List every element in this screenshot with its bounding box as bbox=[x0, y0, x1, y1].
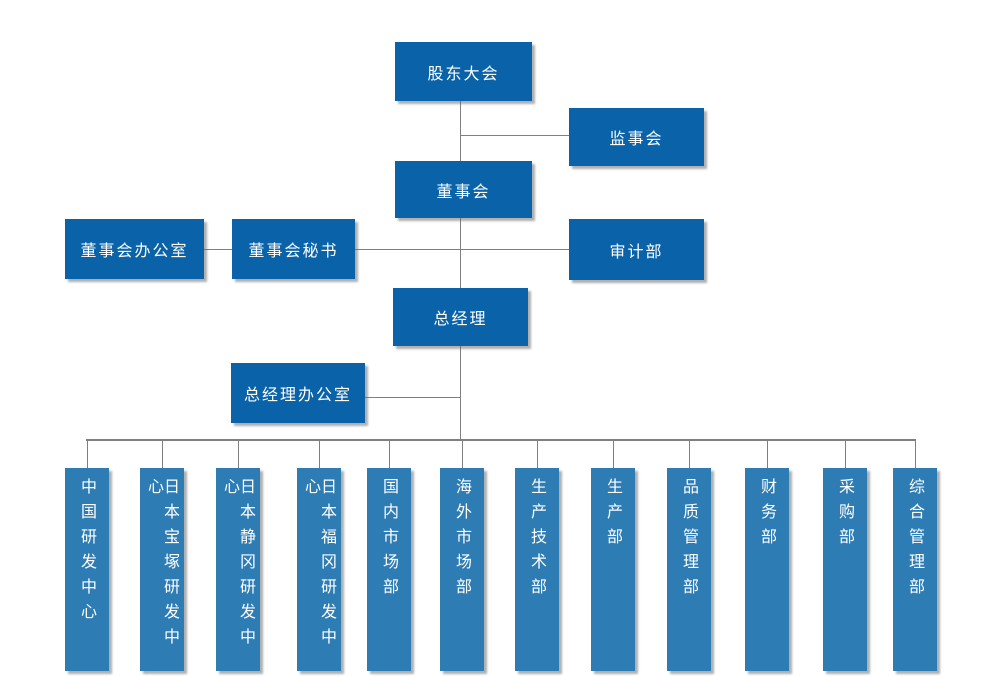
connector-drop-12 bbox=[915, 441, 916, 468]
connector-drop-2 bbox=[162, 441, 163, 468]
connector-department-bus bbox=[86, 439, 916, 441]
node-board-secretary: 董事会秘书 bbox=[232, 219, 355, 279]
connector-secretary-audit bbox=[355, 249, 569, 250]
connector-drop-10 bbox=[767, 441, 768, 468]
node-label: 董事会办公室 bbox=[80, 241, 189, 260]
connector-gm-bus bbox=[460, 346, 461, 440]
connector-drop-5 bbox=[389, 441, 390, 468]
node-dept-general-management: 综合管理部 bbox=[893, 468, 937, 671]
node-gm-office: 总经理办公室 bbox=[231, 363, 365, 423]
connector-drop-8 bbox=[613, 441, 614, 468]
connector-shareholders-board bbox=[460, 101, 461, 161]
node-label: 监事会 bbox=[609, 129, 664, 148]
node-label: 董事会 bbox=[436, 181, 491, 201]
dept-label: 综合管理部 bbox=[906, 478, 925, 603]
dept-label: 国内市场部 bbox=[380, 478, 399, 603]
node-dept-procurement: 采购部 bbox=[823, 468, 867, 671]
dept-label: 生产部 bbox=[604, 478, 623, 553]
node-supervisory-board: 监事会 bbox=[569, 108, 704, 166]
connector-drop-11 bbox=[845, 441, 846, 468]
dept-label: 日本福冈研发中心 bbox=[302, 478, 337, 653]
connector-drop-1 bbox=[87, 441, 88, 468]
dept-label: 生产技术部 bbox=[528, 478, 547, 603]
connector-drop-3 bbox=[238, 441, 239, 468]
node-dept-quality-management: 品质管理部 bbox=[667, 468, 711, 671]
node-dept-china-rd-center: 中国研发中心 bbox=[65, 468, 109, 671]
node-board-of-directors: 董事会 bbox=[395, 161, 532, 218]
connector-gmoffice-branch bbox=[365, 397, 460, 398]
node-dept-finance: 财务部 bbox=[745, 468, 789, 671]
connector-drop-4 bbox=[319, 441, 320, 468]
dept-label: 日本静冈研发中心 bbox=[221, 478, 256, 653]
connector-drop-7 bbox=[537, 441, 538, 468]
connector-drop-9 bbox=[689, 441, 690, 468]
connector-board-gm bbox=[460, 218, 461, 288]
node-label: 总经理办公室 bbox=[243, 385, 352, 404]
node-dept-production-technology: 生产技术部 bbox=[515, 468, 559, 671]
node-audit-department: 审计部 bbox=[569, 219, 704, 280]
dept-label: 海外市场部 bbox=[453, 478, 472, 603]
node-dept-japan-shizuoka-rd-center: 日本静冈研发中心 bbox=[216, 468, 260, 671]
dept-label: 品质管理部 bbox=[680, 478, 699, 603]
node-board-office: 董事会办公室 bbox=[65, 219, 204, 279]
dept-label: 采购部 bbox=[836, 478, 855, 553]
node-shareholders-meeting: 股东大会 bbox=[395, 42, 532, 101]
node-label: 股东大会 bbox=[427, 63, 500, 83]
dept-label: 财务部 bbox=[758, 478, 777, 553]
connector-supervisory-branch bbox=[461, 135, 569, 136]
node-label: 总经理 bbox=[433, 309, 488, 328]
node-dept-production: 生产部 bbox=[591, 468, 635, 671]
node-label: 审计部 bbox=[609, 241, 664, 261]
node-dept-japan-takarazuka-rd-center: 日本宝塚研发中心 bbox=[140, 468, 184, 671]
node-dept-domestic-market: 国内市场部 bbox=[367, 468, 411, 671]
dept-label: 中国研发中心 bbox=[78, 478, 97, 628]
connector-drop-6 bbox=[462, 441, 463, 468]
node-label: 董事会秘书 bbox=[248, 241, 339, 260]
node-general-manager: 总经理 bbox=[393, 288, 528, 346]
node-dept-overseas-market: 海外市场部 bbox=[440, 468, 484, 671]
dept-label: 日本宝塚研发中心 bbox=[145, 478, 180, 653]
node-dept-japan-fukuoka-rd-center: 日本福冈研发中心 bbox=[297, 468, 341, 671]
connector-boardoffice-secretary bbox=[204, 249, 232, 250]
